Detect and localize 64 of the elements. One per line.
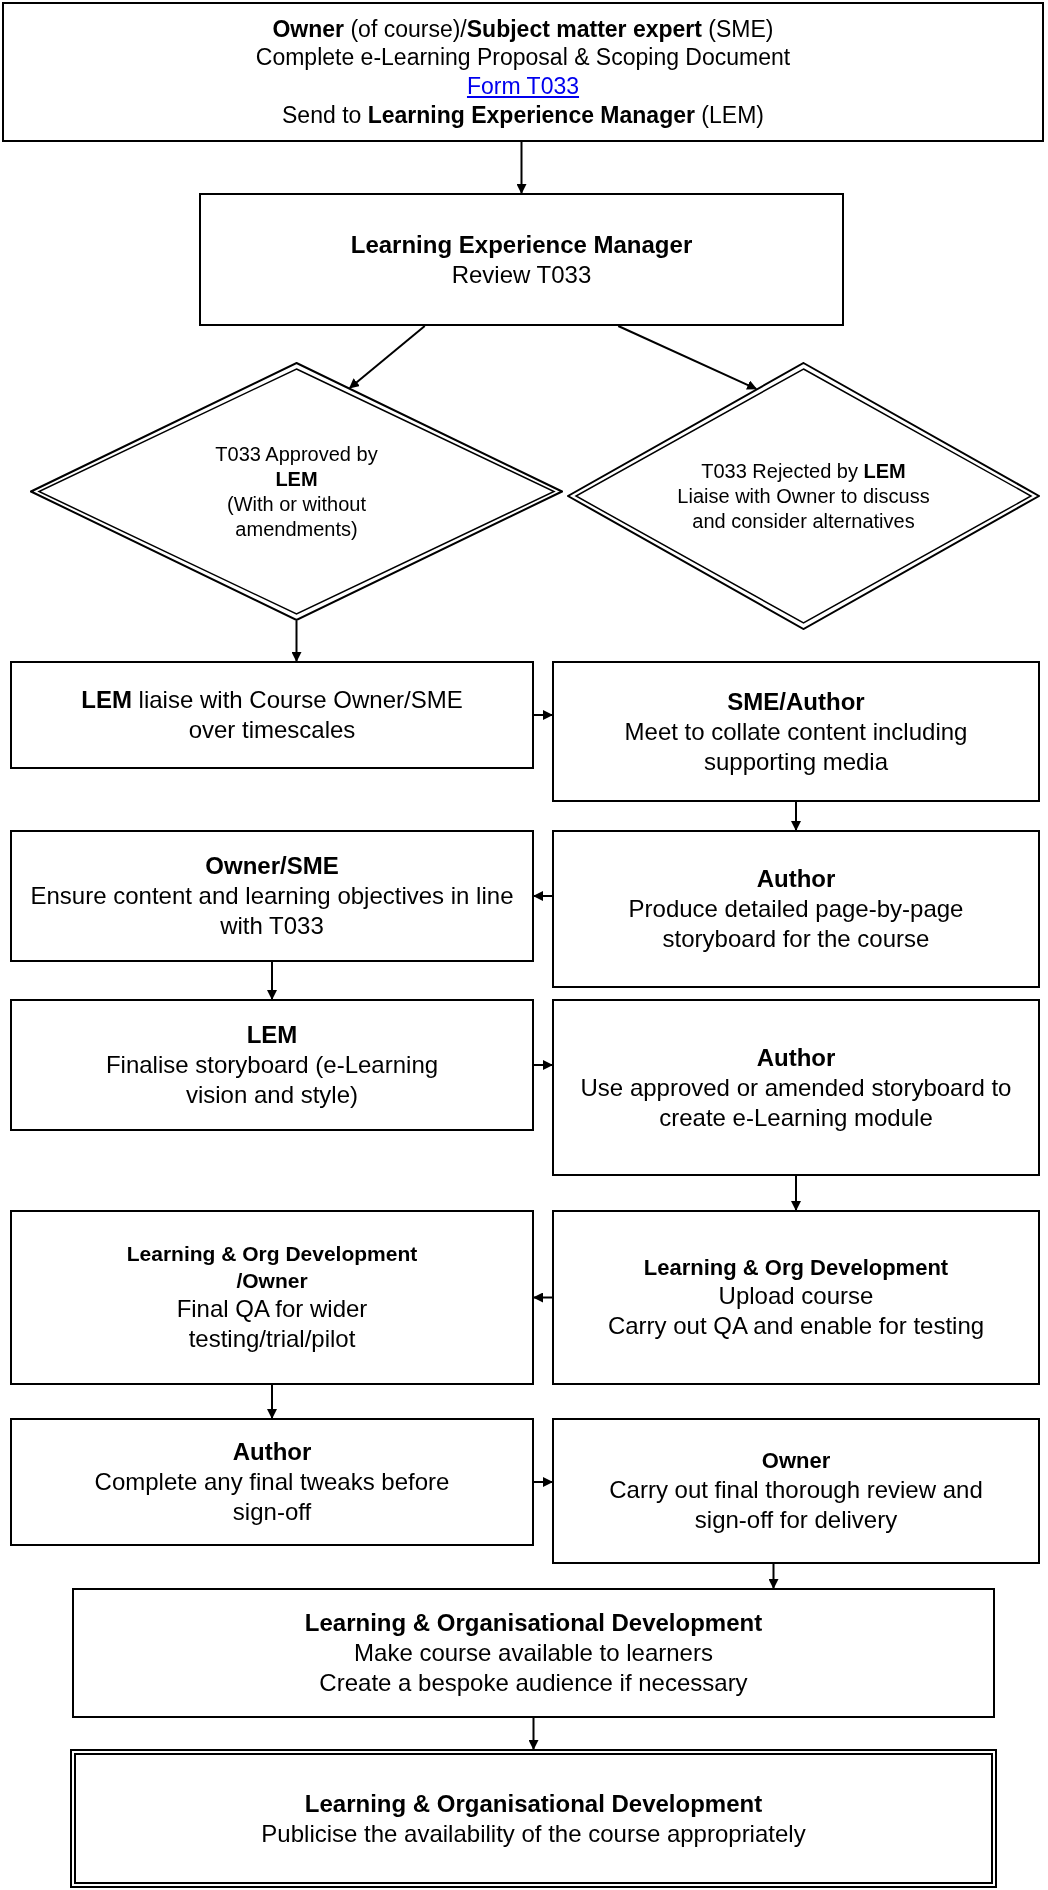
box-text: Upload course (718, 1281, 874, 1312)
arrow (533, 891, 553, 901)
process-box (72, 1588, 995, 1718)
process-box (10, 1210, 534, 1385)
box-text: Send to Learning Experience Manager (LEM) (282, 100, 764, 130)
box-text: Produce detailed page-by-page storyboard for the course (627, 894, 965, 954)
box-text: Ensure content and learning objectives in line with T033 (29, 881, 515, 941)
arrow (348, 325, 426, 389)
arrow (791, 801, 801, 831)
box-text: Create a bespoke audience if necessary (319, 1668, 748, 1698)
form-link: Form T033 (466, 72, 580, 101)
arrow (768, 1563, 779, 1589)
box-text: Make course available to learners (354, 1638, 713, 1668)
box-text: Carry out final thorough review and sign-off for delivery (608, 1474, 984, 1535)
box-text: Use approved or amended storyboard to create e-Learning module (579, 1072, 1013, 1133)
arrow (533, 1292, 553, 1303)
box-text: Carry out QA and enable for testing (607, 1311, 985, 1342)
box-heading: Learning Experience Manager (350, 229, 693, 260)
box-text: Publicise the availability of the course appropriately (261, 1818, 806, 1849)
arrow (533, 1477, 553, 1487)
box-text: Meet to collate content including supporting media (623, 716, 969, 777)
box-text: Complete e-Learning Proposal & Scoping Document (255, 43, 791, 72)
process-box (2, 2, 1044, 142)
box-heading: Owner (761, 1447, 831, 1475)
box-heading: LEM (246, 1020, 298, 1050)
arrow (267, 961, 277, 1000)
box-heading: Owner/SME (205, 851, 339, 881)
process-box (199, 193, 844, 326)
box-text: (With or without amendments) (226, 491, 367, 542)
box-heading: Author (232, 1437, 312, 1467)
box-heading: Learning & Organisational Development (304, 1608, 763, 1638)
box-heading: Author (756, 1042, 836, 1073)
arrow (791, 1175, 801, 1211)
box-text: Liaise with Owner to discuss and consider alternatives (677, 483, 930, 534)
box-heading: SME/Author (727, 686, 865, 717)
box-text: LEM liaise with Course Owner/SME over timescales (80, 685, 464, 745)
box-heading: Learning & Org Development (643, 1253, 949, 1282)
box-text: Complete any final tweaks before sign-off (93, 1467, 451, 1527)
process-box (70, 1749, 997, 1888)
box-text: Review T033 (451, 259, 592, 290)
process-box (552, 1418, 1040, 1564)
process-box (10, 661, 534, 769)
arrow (291, 620, 302, 662)
arrow (617, 325, 758, 390)
process-box (552, 1210, 1040, 1385)
box-heading: Learning & Org Development /Owner (125, 1241, 419, 1294)
process-box (10, 999, 534, 1131)
box-heading: Author (756, 864, 836, 894)
arrow (533, 1060, 553, 1070)
box-text: Final QA for wider testing/trial/pilot (175, 1293, 369, 1354)
arrow (267, 1384, 277, 1419)
process-box (552, 830, 1040, 988)
box-heading: Learning & Organisational Development (304, 1788, 763, 1819)
process-box (552, 999, 1040, 1176)
box-text: Finalise storyboard (e-Learning vision and style) (104, 1050, 440, 1110)
arrow (528, 1717, 539, 1750)
box-text: T033 Approved by LEM (214, 441, 379, 492)
box-text: Owner (of course)/Subject matter expert (SME) (272, 14, 774, 44)
arrow (516, 141, 527, 194)
process-box (552, 661, 1040, 802)
process-box (10, 1418, 534, 1546)
arrow (533, 710, 553, 720)
process-box (10, 830, 534, 962)
box-text: T033 Rejected by LEM (701, 458, 906, 484)
